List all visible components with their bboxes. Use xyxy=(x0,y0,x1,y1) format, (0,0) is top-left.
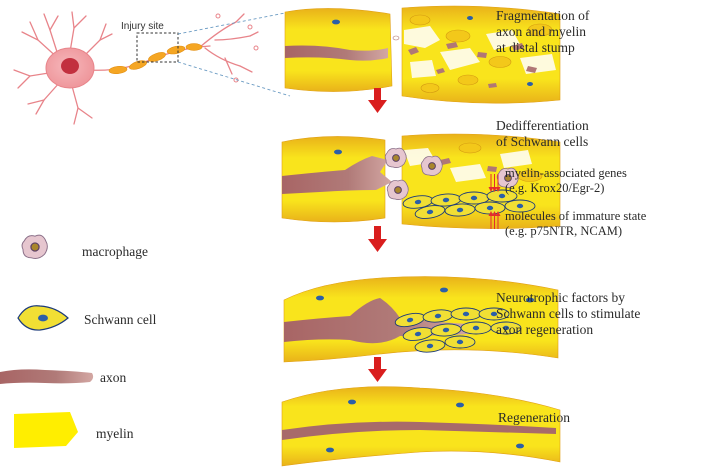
step-2-line-1: Dedifferentiation xyxy=(496,118,589,133)
legend-label-myelin: myelin xyxy=(96,426,134,441)
neuron-illustration xyxy=(13,11,291,125)
panel-fragmentation xyxy=(284,5,561,104)
step-2-detail-1-line-1: myelin-associated genes xyxy=(505,166,627,180)
step-1-text: Fragmentation of axon and myelin at dist… xyxy=(496,8,589,56)
arrow-down-icon xyxy=(368,357,387,382)
legend-label-schwann-cell: Schwann cell xyxy=(84,312,157,327)
arrow-down-icon xyxy=(368,226,387,252)
macrophage-icon xyxy=(21,234,48,260)
step-2-detail-1: myelin-associated genes (e.g. Krox20/Egr… xyxy=(505,166,627,196)
legend-label-macrophage: macrophage xyxy=(82,244,148,259)
step-3-text: Neurotrophic factors by Schwann cells to… xyxy=(496,290,640,338)
myelin-icon xyxy=(14,412,78,448)
injury-site-box xyxy=(136,32,179,63)
step-3-line-1: Neurotrophic factors by xyxy=(496,290,625,305)
flow-arrows xyxy=(368,88,387,382)
panel-dedifferentiation xyxy=(281,133,561,229)
step-3-line-3: axon regeneration xyxy=(496,322,594,337)
panel-regeneration xyxy=(281,386,561,467)
step-2-detail-1-line-2: (e.g. Krox20/Egr-2) xyxy=(505,181,605,195)
step-2-line-2: of Schwann cells xyxy=(496,134,589,149)
step-2-text: Dedifferentiation of Schwann cells xyxy=(496,118,589,150)
legend-label-axon: axon xyxy=(100,370,127,385)
step-3-line-2: Schwann cells to stimulate xyxy=(496,306,641,321)
up-arrows-icon xyxy=(488,211,501,229)
step-4-text: Regeneration xyxy=(498,410,570,425)
injury-site-label: Injury site xyxy=(121,21,164,32)
step-2-detail-2-line-1: molecules of immature state xyxy=(505,209,647,223)
step-1-line-2: axon and myelin xyxy=(496,24,586,39)
step-1-line-3: at distal stump xyxy=(496,40,575,55)
step-2-detail-2: molecules of immature state (e.g. p75NTR… xyxy=(505,209,646,239)
legend-icons xyxy=(0,234,94,448)
panel-neurotrophic xyxy=(283,276,559,363)
arrow-down-icon xyxy=(368,88,387,113)
schwann-cell-icon xyxy=(17,305,69,331)
step-1-line-1: Fragmentation of xyxy=(496,8,590,23)
axon-icon xyxy=(0,369,94,384)
step-2-detail-2-line-2: (e.g. p75NTR, NCAM) xyxy=(505,224,623,238)
down-arrows-icon xyxy=(488,174,501,192)
